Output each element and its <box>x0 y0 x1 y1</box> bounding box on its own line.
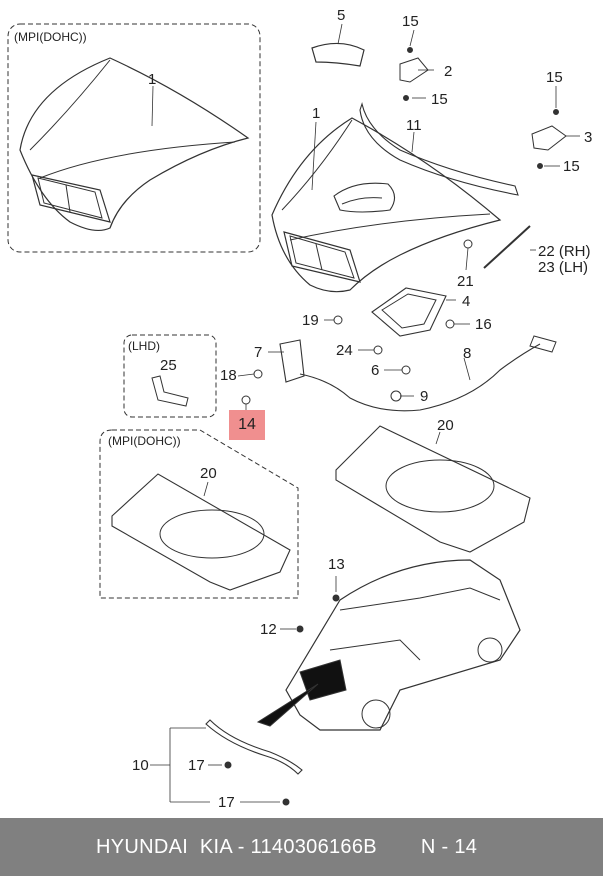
bolt-drawing <box>403 95 409 101</box>
clip-drawing <box>463 239 473 249</box>
nut-drawing <box>445 319 455 329</box>
callout-15-lower: 15 <box>563 158 580 175</box>
callout-2: 2 <box>444 63 453 80</box>
lhd-bracket-drawing <box>151 375 189 407</box>
callout-11: 11 <box>406 117 422 134</box>
callout-24: 24 <box>336 342 353 359</box>
callout-8: 8 <box>463 345 472 362</box>
clip-drawing <box>253 369 263 379</box>
callout-12: 12 <box>260 621 277 638</box>
weatherstrip-drawing <box>359 101 519 196</box>
callout-19: 19 <box>302 312 319 329</box>
bolt-drawing <box>241 395 251 405</box>
callout-13: 13 <box>328 556 345 573</box>
screw-drawing <box>224 761 232 769</box>
hinge-lh-drawing <box>531 125 567 151</box>
page-number: N - 14 <box>420 835 478 858</box>
vehicle-drawing <box>285 559 521 731</box>
callout-22-rh: 22 (RH) <box>538 243 591 260</box>
clip-drawing <box>296 625 304 633</box>
hood-drawing <box>271 117 502 293</box>
lhd-frame <box>123 334 217 418</box>
hood-variant-drawing <box>19 57 250 232</box>
callout-3: 3 <box>584 129 593 146</box>
callout-23-lh: 23 (LH) <box>538 259 589 276</box>
callout-15-mid: 15 <box>431 91 448 108</box>
clip-drawing <box>333 315 343 325</box>
release-lever-drawing <box>279 339 305 383</box>
callout-15-right: 15 <box>546 69 563 86</box>
callout-20-variant: 20 <box>200 465 217 482</box>
clip-drawing <box>390 390 402 402</box>
callout-1-variant: 1 <box>148 71 157 88</box>
insulator-variant-drawing <box>111 473 291 591</box>
bolt-drawing <box>537 163 543 169</box>
lift-strut-drawing <box>483 225 531 269</box>
screw-drawing <box>282 798 290 806</box>
callout-7: 7 <box>254 344 263 361</box>
callout-20: 20 <box>437 417 454 434</box>
callout-4: 4 <box>462 293 471 310</box>
insulator-variant-frame <box>99 429 299 599</box>
callout-17-upper: 17 <box>188 757 205 774</box>
catalog-number: HYUNDAI KIA - 1140306166B <box>96 835 377 858</box>
hood-scoop-drawing <box>311 42 365 67</box>
callout-21: 21 <box>457 273 474 290</box>
lhd-label: (LHD) <box>128 339 160 353</box>
hood-variant-frame <box>7 23 261 253</box>
hinge-rh-drawing <box>399 57 429 83</box>
release-cable-drawing <box>299 343 541 412</box>
clip-drawing <box>332 594 340 602</box>
clip-drawing <box>373 345 383 355</box>
cowl-seal-drawing <box>205 719 303 775</box>
bolt-drawing <box>553 109 559 115</box>
callout-5: 5 <box>337 7 346 24</box>
parts-diagram <box>7 23 580 806</box>
insulator-drawing <box>335 425 531 553</box>
leader-lines <box>150 23 580 803</box>
callout-25: 25 <box>160 357 177 374</box>
bolt-drawing <box>407 47 413 53</box>
callout-10: 10 <box>132 757 149 774</box>
bumper-drawing <box>401 365 411 375</box>
callout-18: 18 <box>220 367 237 384</box>
callout-16: 16 <box>475 316 492 333</box>
callout-14-highlighted: 14 <box>229 410 265 440</box>
callout-6: 6 <box>371 362 380 379</box>
latch-drawing <box>371 287 447 337</box>
footer-bar: HYUNDAI KIA - 1140306166B N - 14 <box>0 818 603 876</box>
leader-arrow <box>256 683 319 727</box>
callout-15-top: 15 <box>402 13 419 30</box>
hood-variant-label: (MPI(DOHC)) <box>14 30 87 44</box>
callout-17-lower: 17 <box>218 794 235 811</box>
callout-1: 1 <box>312 105 321 122</box>
insulator-variant-label: (MPI(DOHC)) <box>108 434 181 448</box>
callout-9: 9 <box>420 388 429 405</box>
